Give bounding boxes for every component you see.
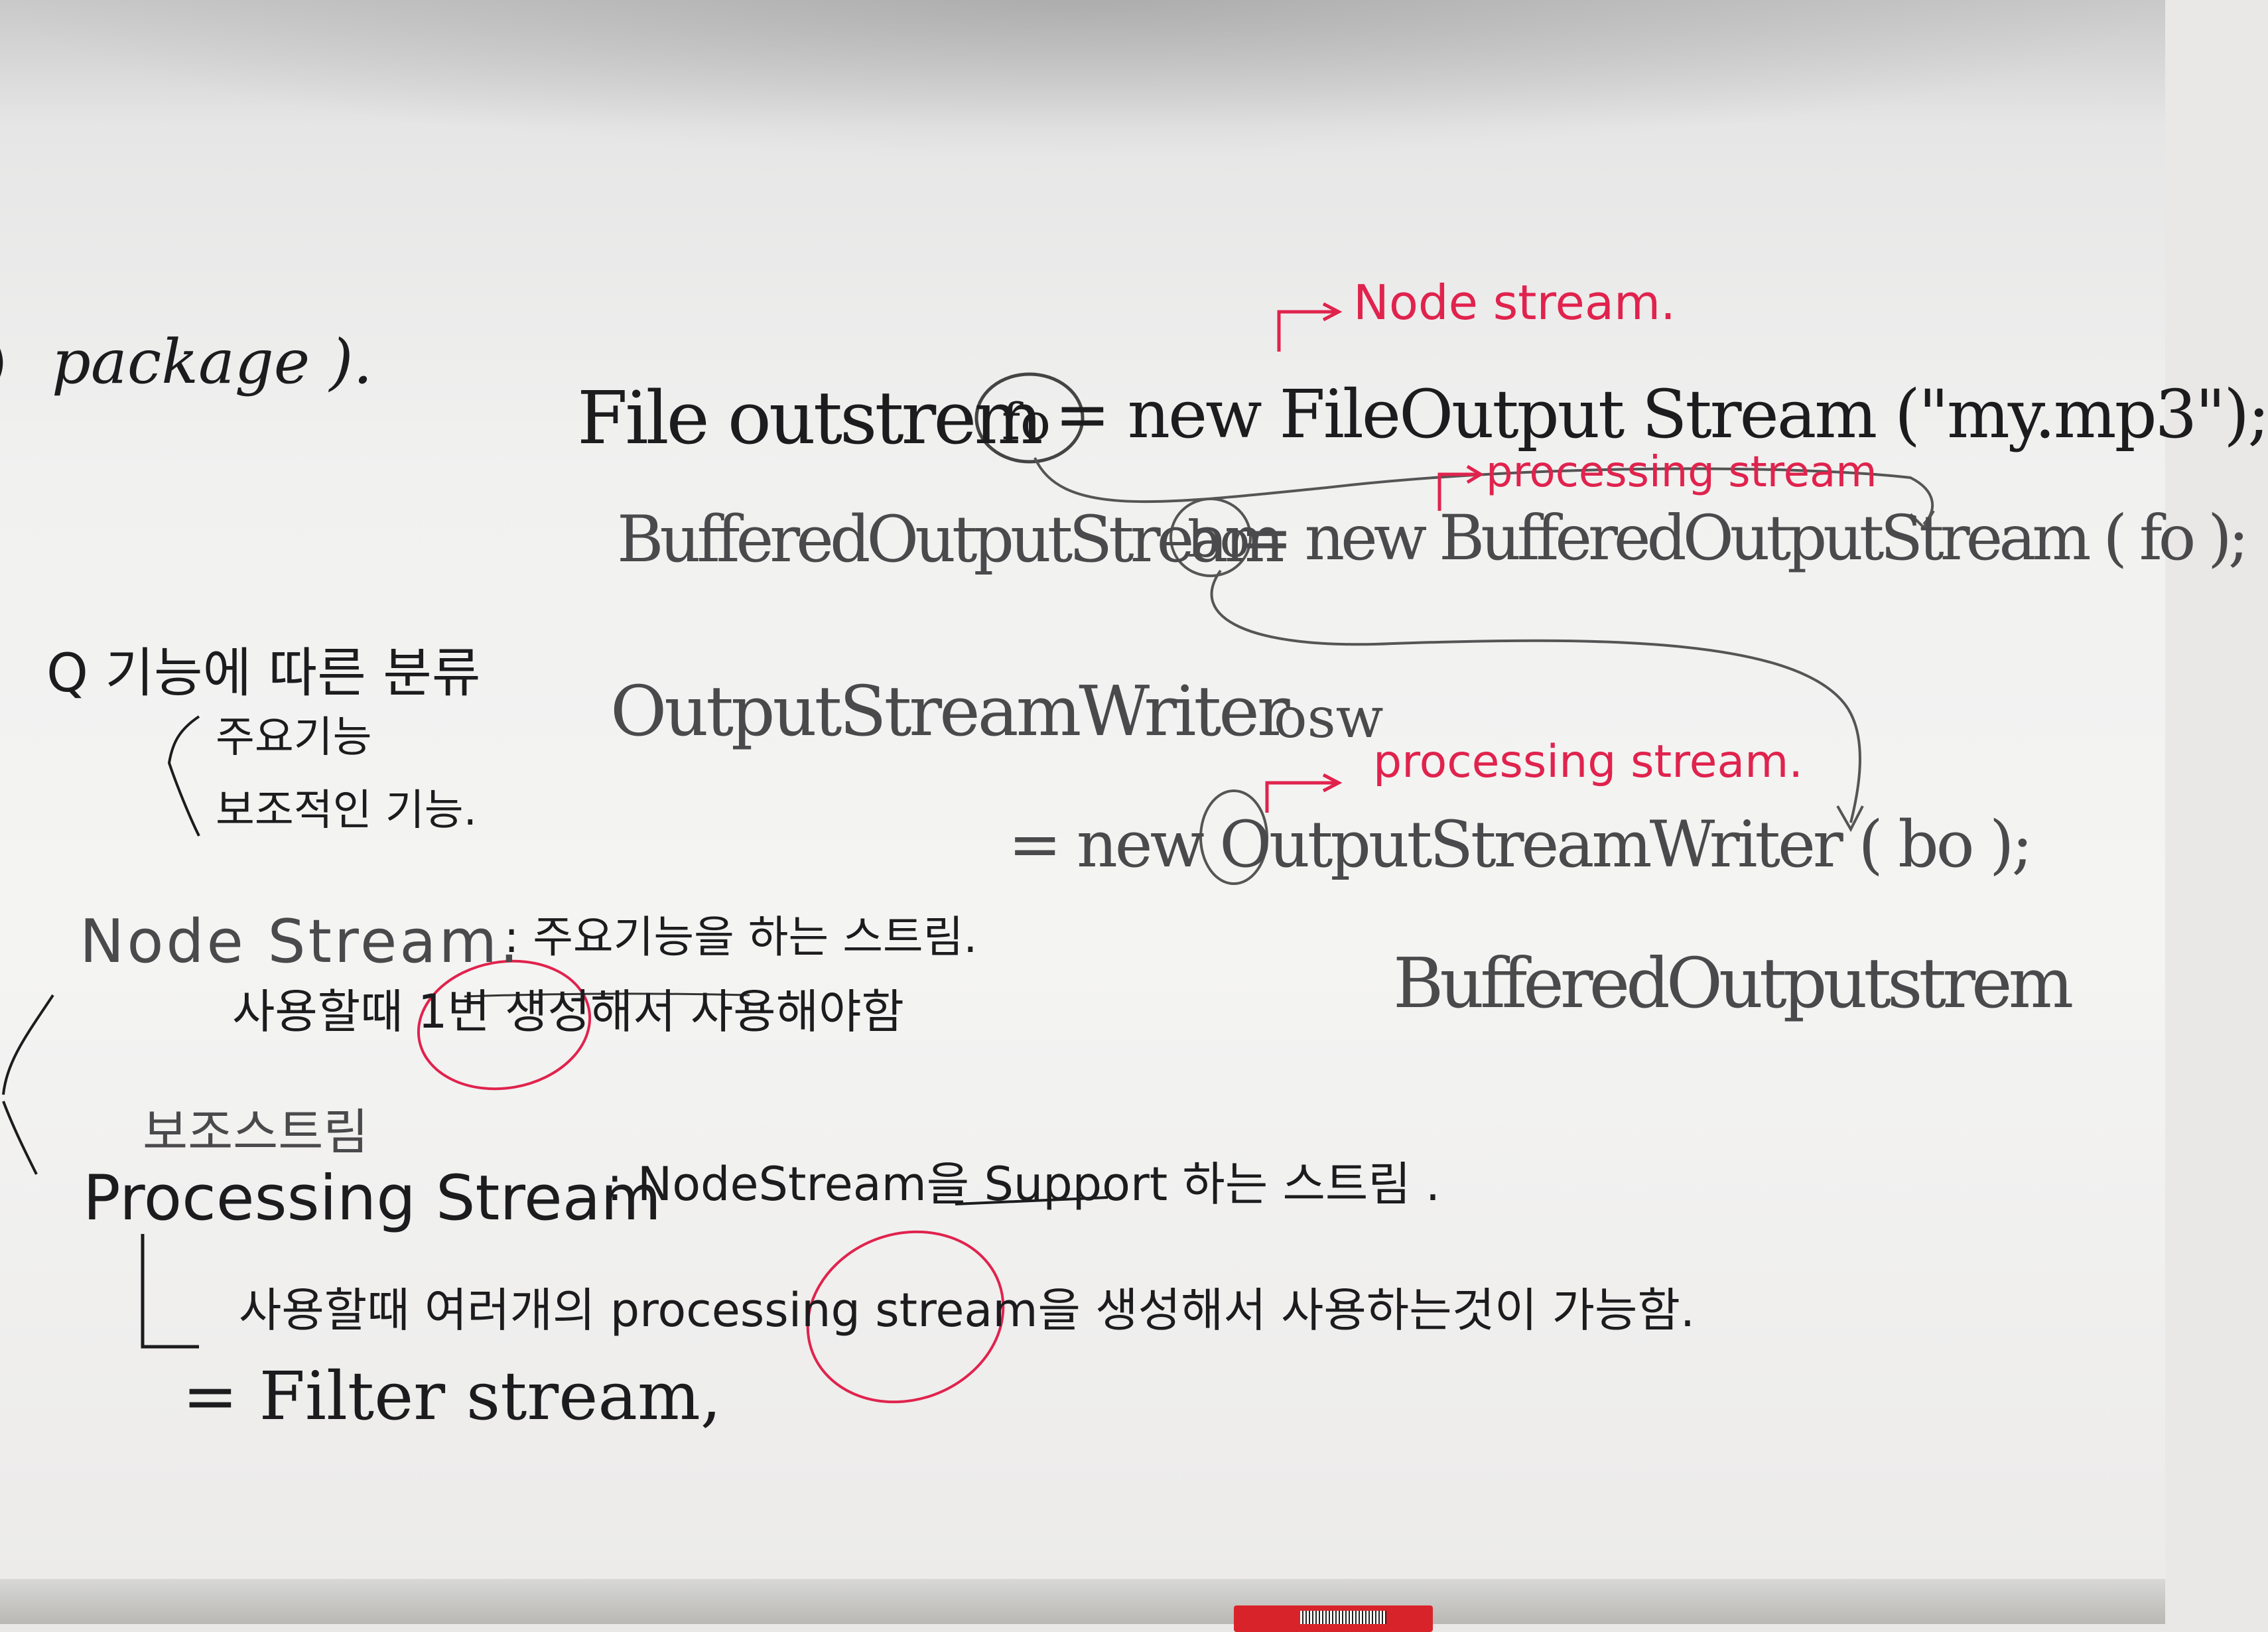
circle-O: [1199, 789, 1268, 885]
red-circle-processing: [806, 1230, 1005, 1404]
buffered-output-note: BufferedOutputstrem: [1393, 943, 2074, 1024]
code3-type: OutputStreamWriter: [610, 671, 1290, 752]
arrowhead-fo: [1909, 510, 1935, 530]
processing-stream-usage: 사용할때 여러개의 processing stream을 생성해서 사용하는것이…: [239, 1283, 1696, 1337]
code3-rhs: = new OutputStreamWriter ( bo );: [1008, 807, 2033, 882]
code1-rhs: = new FileOutput Stream ("my.mp3");: [1055, 375, 2268, 453]
processing-annotation-2: processing stream.: [1373, 736, 1803, 788]
q-bracket: [167, 715, 200, 837]
code2-var: bo: [1187, 510, 1250, 569]
light-glare: [0, 0, 2165, 159]
aux-stream-korean: 보조스트림: [143, 1104, 369, 1161]
marker-strokes: [2, 302, 1935, 1404]
q-item-main: 주요기능: [216, 713, 372, 762]
whiteboard: [0, 0, 2165, 1579]
code1-type: File outstrem: [577, 375, 1043, 460]
q-heading: Q 기능에 따른 분류: [46, 642, 481, 704]
code2-type: BufferedOutputStream: [617, 502, 1285, 577]
red-circle-1beon: [417, 959, 592, 1091]
circle-fo: [974, 372, 1085, 464]
node-stream-term: Node Stream.: [80, 907, 521, 977]
node-stream-usage: 사용할때 1번 생성해서 사용해야함: [232, 985, 904, 1039]
left-edge-mark: ): [0, 335, 7, 388]
code2-rhs: = new BufferedOutputStream ( fo );: [1240, 502, 2249, 575]
left-bracket: [2, 994, 54, 1175]
processing-L: [141, 1234, 199, 1349]
processing-stream-definition: : NodeStream을 Support 하는 스트림 .: [607, 1157, 1441, 1211]
marker-tray: [0, 1579, 2165, 1624]
arrow-bo: [1210, 569, 1861, 823]
support-underline: [955, 1196, 1108, 1205]
filter-stream-term: = Filter stream,: [182, 1357, 722, 1435]
red-arrow-proc2: [1265, 773, 1343, 813]
barcode-label: [1300, 1611, 1386, 1624]
node-stream-definition: : 주요기능을 하는 스트림.: [504, 912, 978, 963]
red-arrow-node: [1277, 302, 1343, 352]
processing-stream-term: Processing Stream: [83, 1162, 661, 1235]
arrowhead-bo: [1836, 805, 1864, 833]
package-note: package ).: [52, 326, 373, 397]
strike-line: [464, 992, 750, 998]
red-arrow-proc1: [1437, 464, 1484, 511]
code1-var: fo: [1002, 392, 1051, 451]
q-item-aux: 보조적인 기능.: [216, 786, 477, 835]
processing-annotation-1: processing stream: [1486, 448, 1877, 497]
code3-var: osw: [1274, 685, 1384, 750]
arrow-fo: [1034, 457, 1934, 525]
node-stream-annotation: Node stream.: [1353, 275, 1676, 330]
